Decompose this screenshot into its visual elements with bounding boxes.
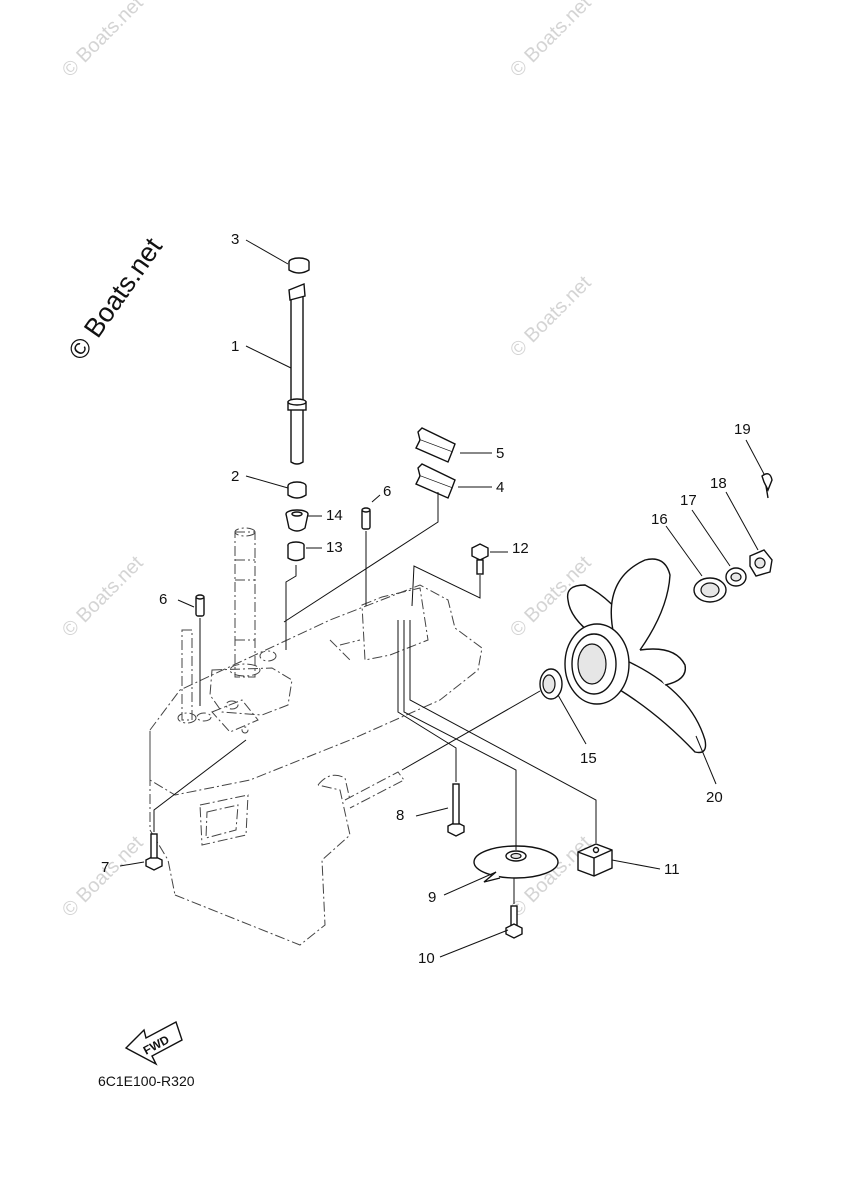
diagram-code: 6C1E100-R320 — [98, 1073, 195, 1089]
part-6-dowel-pin-right — [361, 507, 371, 530]
part-6-dowel-pin-left — [195, 594, 205, 617]
leader-lines — [119, 239, 765, 958]
fwd-arrow: FWD — [124, 1020, 183, 1066]
part-14-seal — [285, 509, 309, 532]
part-7-bolt — [145, 833, 163, 871]
part-5-pad — [415, 427, 456, 463]
callout-6-right: 6 — [383, 483, 391, 500]
watermark-top-left: © Boats.net — [58, 0, 148, 82]
callout-11: 11 — [664, 861, 680, 878]
callout-12: 12 — [512, 540, 529, 557]
part-15-washer — [539, 668, 563, 700]
part-17-washer — [725, 567, 747, 587]
part-8-bolt — [447, 783, 465, 837]
part-20-propeller — [564, 558, 707, 754]
part-3-bushing — [288, 257, 310, 274]
callout-20: 20 — [706, 789, 723, 806]
part-12-bolt — [471, 543, 489, 575]
callout-15: 15 — [580, 750, 597, 767]
watermark-mid-right: © Boats.net — [506, 272, 596, 362]
part-4-pad — [415, 463, 456, 499]
callout-8: 8 — [396, 807, 404, 824]
callout-16: 16 — [651, 511, 668, 528]
callout-13: 13 — [326, 539, 343, 556]
main-watermark: © Boats.net — [62, 232, 168, 366]
callout-3: 3 — [231, 231, 239, 248]
callout-7: 7 — [101, 859, 109, 876]
callout-19: 19 — [734, 421, 751, 438]
callout-5: 5 — [496, 445, 504, 462]
callout-18: 18 — [710, 475, 727, 492]
callout-6-left: 6 — [159, 591, 167, 608]
callout-14: 14 — [326, 507, 343, 524]
callout-numbers: 3 1 2 5 4 6 14 13 12 6 19 18 17 16 15 20… — [101, 231, 751, 967]
part-1-water-tube — [287, 282, 307, 465]
part-2-grommet — [287, 481, 307, 499]
callout-17: 17 — [680, 492, 697, 509]
watermark-top-right: © Boats.net — [506, 0, 596, 82]
part-16-spacer — [693, 577, 727, 603]
callout-9: 9 — [428, 889, 436, 906]
part-9-trim-tab — [473, 845, 559, 883]
part-11-anode — [577, 843, 613, 877]
watermark-group: © Boats.net © Boats.net © Boats.net © Bo… — [58, 0, 596, 922]
part-10-bolt — [505, 905, 523, 939]
lower-unit-housing — [149, 527, 483, 946]
part-18-nut — [749, 549, 773, 577]
part-19-cotter-pin — [761, 473, 773, 499]
callout-1: 1 — [231, 338, 239, 355]
part-13-collar — [287, 541, 305, 562]
watermark-left-mid: © Boats.net — [58, 552, 148, 642]
callout-2: 2 — [231, 468, 239, 485]
callout-10: 10 — [418, 950, 435, 967]
callout-4: 4 — [496, 479, 504, 496]
watermark-left-low: © Boats.net — [58, 832, 148, 922]
